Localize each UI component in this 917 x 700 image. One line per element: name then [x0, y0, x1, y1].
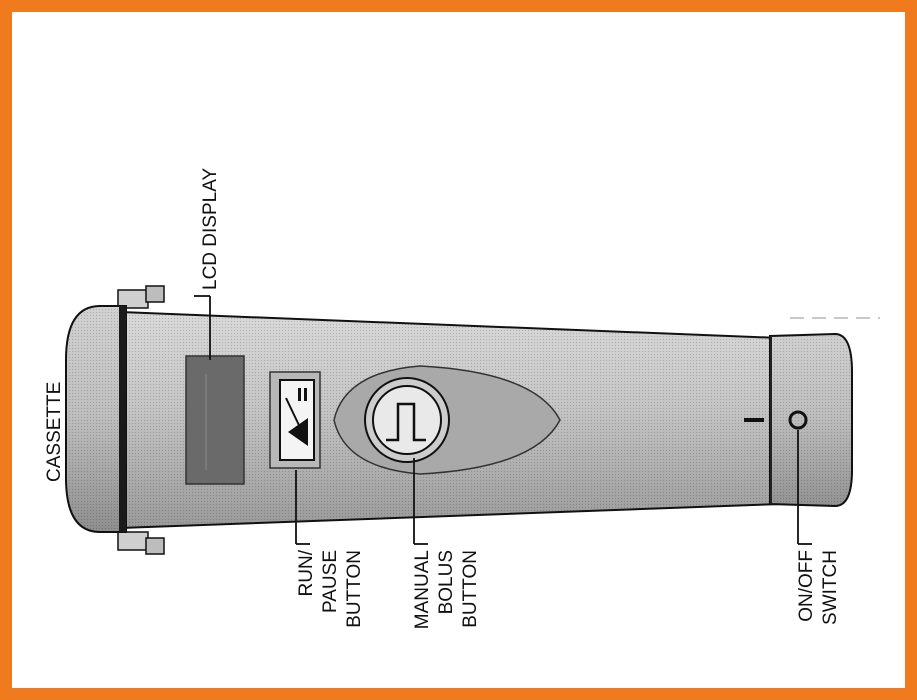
run-pause-label-line-1: RUN/ — [296, 549, 317, 596]
cassette-clip-bottom — [117, 531, 165, 555]
manual-bolus-label-line-3: BUTTON — [460, 550, 481, 628]
run-pause-label-line-3: BUTTON — [344, 550, 365, 628]
leader-lines — [194, 295, 812, 545]
lcd-display-label: LCD DISPLAY — [200, 168, 221, 290]
manual-bolus-label-line-1: MANUAL — [412, 550, 433, 629]
on-off-label-line-2: SWITCH — [820, 550, 841, 625]
power-off-mark-icon — [788, 410, 808, 430]
lcd-display — [185, 355, 245, 485]
cassette-label: CASSETTE — [44, 382, 65, 482]
bolus-pulse-icon — [386, 402, 426, 442]
power-on-mark-icon — [744, 418, 764, 422]
cassette-seam — [119, 306, 126, 532]
manual-bolus-label-line-2: BOLUS — [436, 550, 457, 614]
on-off-switch[interactable] — [744, 332, 853, 508]
run-pause-label-line-2: PAUSE — [320, 550, 341, 613]
run-pause-icon — [285, 388, 308, 446]
cassette-clip-top — [117, 285, 165, 309]
manual-bolus-button[interactable] — [333, 365, 561, 475]
run-pause-button[interactable] — [269, 371, 321, 469]
on-off-label-line-1: ON/OFF — [796, 550, 817, 622]
